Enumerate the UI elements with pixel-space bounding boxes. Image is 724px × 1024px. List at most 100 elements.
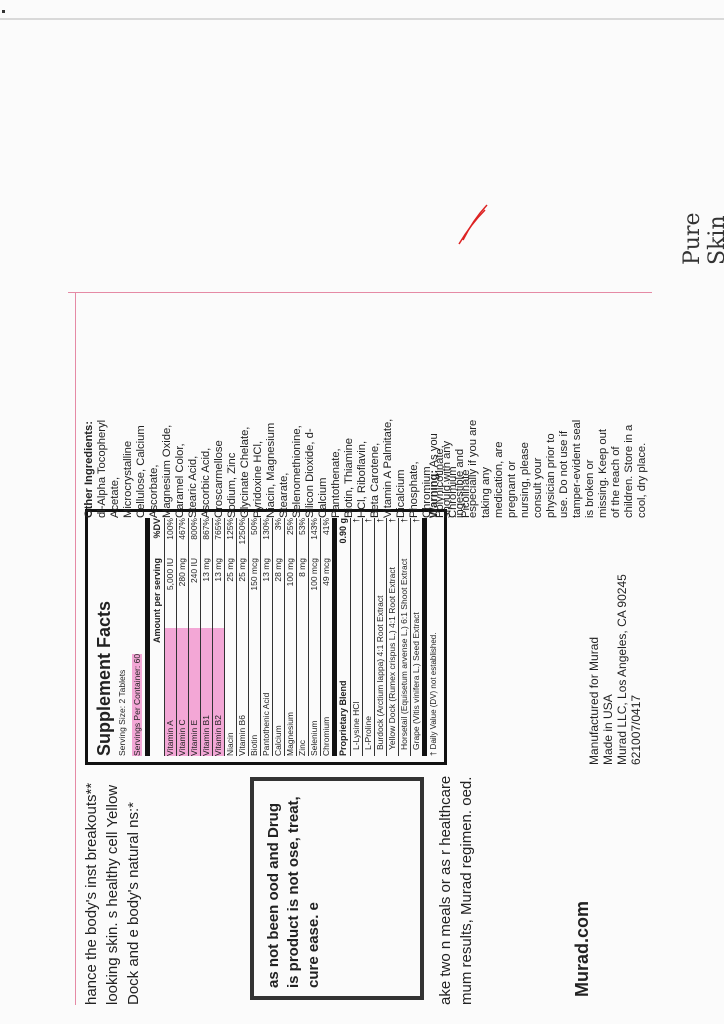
manufacturer-line: Manufactured for Murad bbox=[587, 636, 601, 765]
nutrient-name: Vitamin B6 bbox=[237, 715, 247, 756]
supplement-facts-title: Supplement Facts bbox=[94, 600, 114, 756]
other-ingredients-text: dl-Alpha Tocopheryl Acetate, Microcrysta… bbox=[96, 418, 472, 518]
blend-item-row: Grape (Vitis vinifera L.) Seed Extract† bbox=[410, 518, 422, 756]
nutrient-amount: 13 mg bbox=[261, 558, 271, 582]
nutrient-amount: 100 mg bbox=[285, 558, 295, 587]
blend-item-row: L-Proline † bbox=[362, 518, 374, 756]
red-check-mark bbox=[458, 204, 488, 245]
warning-text: As you should with any ingestible and es… bbox=[428, 419, 648, 518]
blend-name: Proprietary Blend bbox=[338, 680, 348, 756]
nutrient-name: Biotin bbox=[249, 734, 259, 756]
warning-heading: Warning: bbox=[428, 469, 440, 518]
nutrient-amount: 5,000 IU bbox=[165, 558, 175, 591]
nutrient-dv: 125% bbox=[225, 518, 235, 540]
nutrient-name: Magnesium bbox=[285, 712, 295, 756]
blend-item-dv: † bbox=[411, 518, 421, 523]
nutrient-amount: 150 mcg bbox=[249, 558, 259, 591]
nutrient-name: Vitamin B1 bbox=[201, 628, 212, 756]
nutrient-dv: 100% bbox=[165, 518, 175, 540]
fda-disclaimer-box: as not been ood and Drug is product is n… bbox=[250, 777, 424, 1000]
fda-disclaimer-text: as not been ood and Drug is product is n… bbox=[265, 796, 322, 988]
warning-section: Warning: As you should with any ingestib… bbox=[428, 418, 649, 518]
manufacturer-info: Manufactured for Murad Made in USA Murad… bbox=[587, 525, 643, 765]
nutrient-row: Zinc 8 mg 53% bbox=[296, 518, 308, 756]
nutrient-row: Magnesium 100 mg 25% bbox=[284, 518, 296, 756]
blend-item-name: L-Proline bbox=[363, 715, 373, 750]
nutrient-amount: 8 mg bbox=[297, 558, 307, 577]
blend-item-row: L-Lysine HCl † bbox=[350, 518, 362, 756]
nutrient-name: Vitamin E bbox=[189, 628, 200, 756]
nutrient-dv: 130% bbox=[261, 518, 271, 540]
nutrient-row: Chromium 49 mcg 41% bbox=[320, 518, 332, 756]
amount-header: Amount per serving bbox=[152, 558, 162, 644]
blend-item-row: Horsetail (Equisetum arvense L.) 6:1 Sho… bbox=[398, 518, 410, 756]
nutrient-amount: 25 mg bbox=[225, 558, 235, 582]
nutrient-row: Selenium 100 mcg 143% bbox=[308, 518, 320, 756]
nutrient-amount: 49 mcg bbox=[321, 558, 331, 586]
blend-item-row: Yellow Dock (Rumex crispus L.) 4:1 Root … bbox=[386, 518, 398, 756]
nutrient-row: Vitamin C 280 mg 467% bbox=[176, 518, 188, 756]
address-line: Murad LLC, Los Angeles, CA 90245 bbox=[615, 574, 629, 765]
label-top-rule bbox=[68, 292, 652, 293]
blend-item-dv: † bbox=[375, 518, 385, 523]
dv-header: %DV bbox=[152, 518, 162, 539]
nutrient-amount: 280 mg bbox=[177, 558, 187, 587]
blend-item-row: Burdock (Arctium lappa) 4:1 Root Extract… bbox=[374, 518, 386, 756]
nutrient-dv: 50% bbox=[249, 518, 259, 536]
nutrient-dv: 25% bbox=[285, 518, 295, 536]
nutrient-list: Vitamin A 5,000 IU 100% Vitamin C 280 mg 467%… bbox=[164, 518, 332, 756]
blend-item-dv: † bbox=[351, 518, 361, 523]
blend-item-name: L-Lysine HCl bbox=[351, 701, 361, 750]
nutrient-dv: 41% bbox=[321, 518, 331, 536]
label-pink-border bbox=[65, 292, 76, 1005]
supplement-facts-panel: Supplement Facts Serving Size: 2 Tablets… bbox=[85, 509, 447, 765]
nutrient-dv: 143% bbox=[309, 518, 319, 540]
serving-size: Serving Size: 2 Tablets bbox=[117, 669, 127, 756]
nutrient-dv: 467% bbox=[177, 518, 187, 540]
blend-item-dv: † bbox=[387, 518, 397, 523]
nutrient-row: Vitamin B6 25 mg 1250% bbox=[236, 518, 248, 756]
nutrient-amount: 28 mg bbox=[273, 558, 283, 582]
blend-amount: 0.90 g bbox=[338, 518, 348, 544]
nutrient-dv: 765% bbox=[213, 518, 223, 540]
lot-code: 621007/0417 bbox=[629, 694, 643, 765]
nutrient-row: Vitamin E 240 IU 800% bbox=[188, 518, 200, 756]
nutrient-row: Vitamin B2 13 mg 765% bbox=[212, 518, 224, 756]
directions-copy: ake two n meals or as r healthcare mum r… bbox=[437, 775, 475, 1005]
nutrient-amount: 13 mg bbox=[201, 558, 211, 582]
blend-item-name: Horsetail (Equisetum arvense L.) 6:1 Sho… bbox=[399, 558, 409, 750]
nutrient-dv: 800% bbox=[189, 518, 199, 540]
nutrient-name: Vitamin A bbox=[165, 628, 176, 756]
nutrient-dv: 867% bbox=[201, 518, 211, 540]
blend-item-dv: † bbox=[363, 518, 373, 523]
nutrient-dv: 3% bbox=[273, 518, 283, 531]
nutrient-name: Pantothenic Acid bbox=[261, 692, 271, 756]
nutrient-amount: 240 IU bbox=[189, 558, 199, 584]
scan-top-edge bbox=[0, 18, 724, 20]
blend-item-name: Burdock (Arctium lappa) 4:1 Root Extract bbox=[375, 595, 385, 750]
origin-line: Made in USA bbox=[601, 694, 615, 765]
intro-copy: hance the body's inst breakouts** lookin… bbox=[83, 782, 142, 1005]
nutrient-amount: 100 mcg bbox=[309, 558, 319, 591]
blend-list: L-Lysine HCl†L-Proline†Burdock (Arctium … bbox=[350, 518, 422, 756]
product-label-panel: hance the body's inst breakouts** lookin… bbox=[65, 292, 657, 1005]
proprietary-blend-row: Proprietary Blend 0.90 g bbox=[332, 518, 350, 756]
nutrient-row: Vitamin A 5,000 IU 100% bbox=[164, 518, 176, 756]
handwritten-note: Pure Skin bbox=[680, 212, 724, 265]
blend-item-dv: † bbox=[399, 518, 409, 523]
other-ingredients-heading: Other Ingredients: bbox=[83, 421, 95, 518]
dv-footnote: † Daily Value (DV) not established. bbox=[422, 518, 438, 756]
nutrient-name: Selenium bbox=[309, 720, 319, 756]
nutrient-amount: 25 mg bbox=[237, 558, 247, 582]
nutrient-name: Vitamin C bbox=[177, 628, 188, 756]
other-ingredients: Other Ingredients: dl-Alpha Tocopheryl A… bbox=[83, 418, 473, 518]
nutrient-name: Calcium bbox=[273, 725, 283, 756]
nutrient-name: Vitamin B2 bbox=[213, 628, 224, 756]
nutrient-dv: 53% bbox=[297, 518, 307, 536]
nutrient-name: Zinc bbox=[297, 739, 307, 756]
nutrient-amount: 13 mg bbox=[213, 558, 223, 582]
nutrient-name: Chromium bbox=[321, 716, 331, 756]
nutrient-dv: 1250% bbox=[237, 518, 247, 545]
facts-column-header: Amount per serving %DV bbox=[145, 518, 164, 756]
